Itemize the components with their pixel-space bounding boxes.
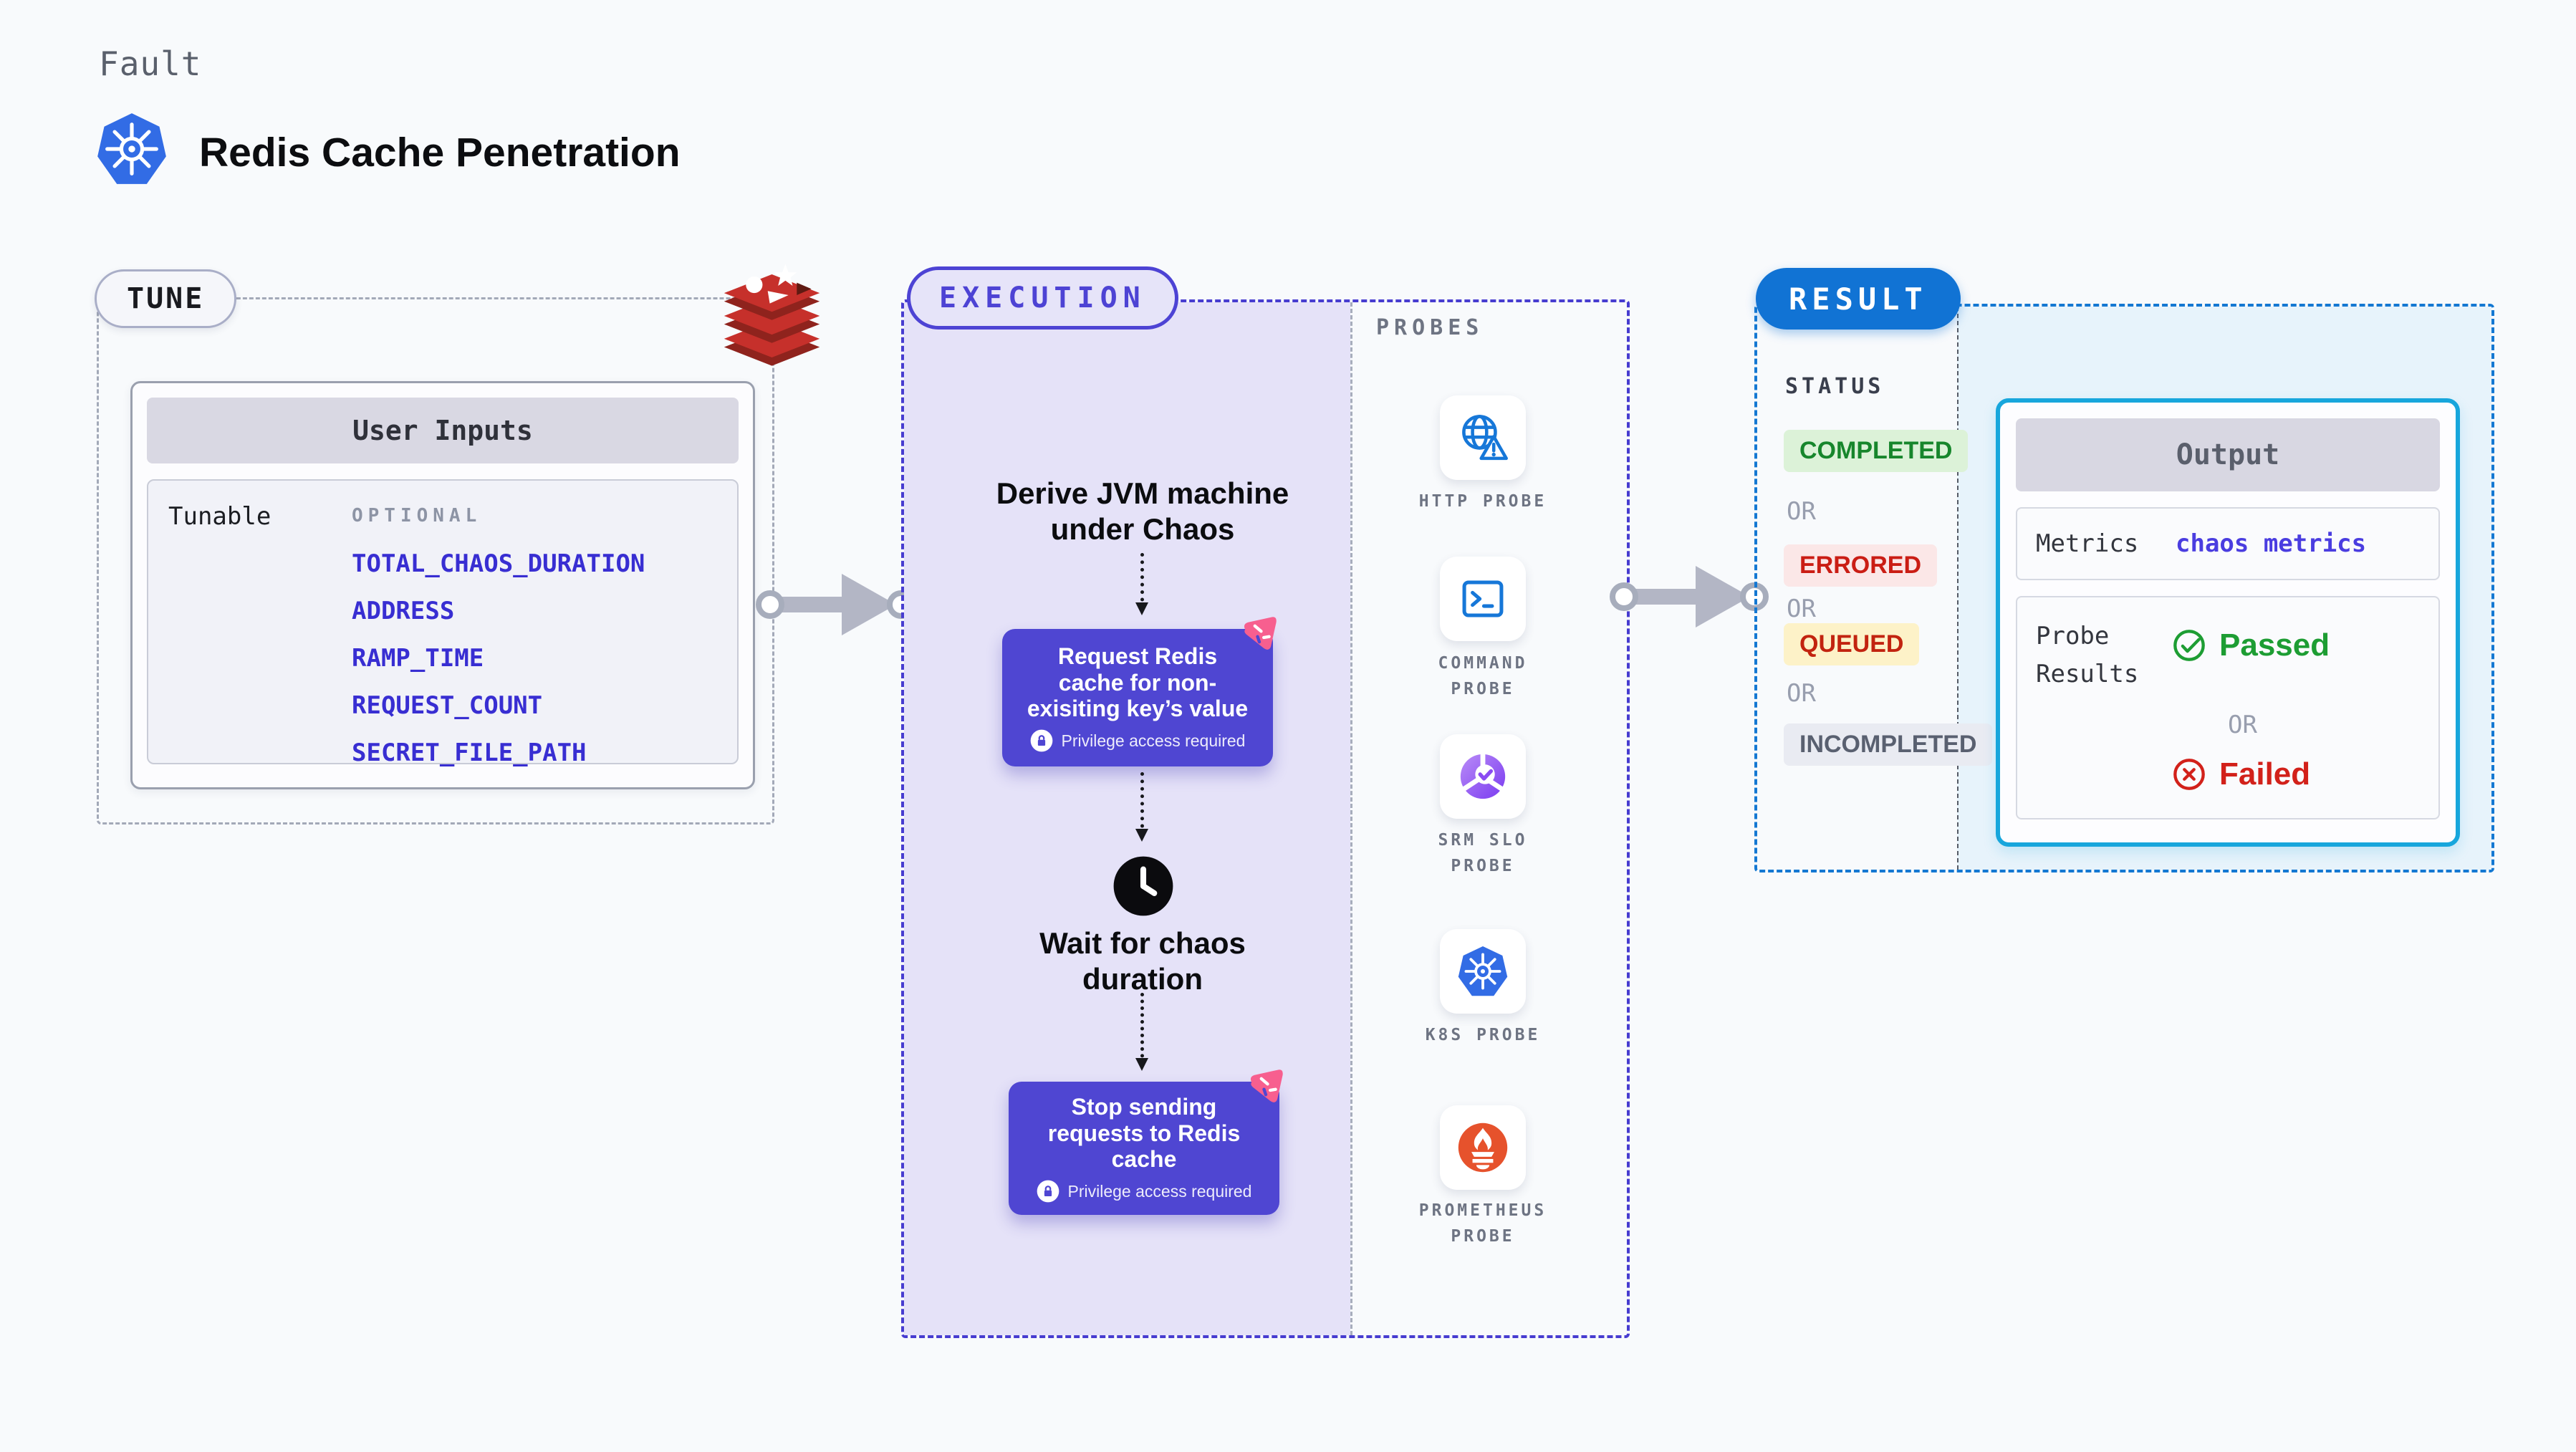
wait-step-label: Wait for chaos duration <box>1039 926 1246 996</box>
k8s-probe-icon <box>1458 946 1508 996</box>
or-separator: OR <box>2228 711 2257 739</box>
or-separator: OR <box>1787 679 1816 708</box>
status-errored-badge: ERRORED <box>1784 544 1938 587</box>
metrics-row: Metrics chaos metrics <box>2016 507 2440 580</box>
prometheus-probe-label: PROMETHEUS PROBE <box>1418 1201 1547 1246</box>
chaos-icon <box>1250 1069 1283 1102</box>
privilege-note-text: Privilege access required <box>1061 731 1246 750</box>
redis-icon <box>724 264 820 366</box>
privilege-note: Privilege access required <box>1030 729 1246 752</box>
chaos-icon <box>1244 617 1277 650</box>
x-circle-icon <box>2173 759 2205 790</box>
tune-badge[interactable]: TUNE <box>95 269 237 328</box>
tunable-list: TOTAL_CHAOS_DURATION ADDRESS RAMP_TIME R… <box>352 549 645 786</box>
tune-to-execution-arrow <box>756 574 915 635</box>
stop-requests-node[interactable]: Stop sending requests to Redis cache Pri… <box>1009 1069 1283 1215</box>
tunable-total-chaos-duration[interactable]: TOTAL_CHAOS_DURATION <box>352 549 645 578</box>
node-label: Request Redis cache for non- exisiting k… <box>1027 643 1249 722</box>
page-title: Redis Cache Penetration <box>199 130 681 176</box>
tunable-address[interactable]: ADDRESS <box>352 597 455 625</box>
tunable-row-label: Tunable <box>168 502 271 531</box>
srm-slo-probe-label: SRM SLO PROBE <box>1438 831 1528 875</box>
execution-to-result-arrow <box>1610 566 1769 628</box>
execution-badge[interactable]: EXECUTION <box>907 266 1178 330</box>
command-probe-label: COMMAND PROBE <box>1438 654 1528 698</box>
or-separator: OR <box>1787 497 1816 526</box>
kubernetes-icon <box>97 113 166 184</box>
srm-slo-probe-icon <box>1460 753 1506 799</box>
passed-label: Passed <box>2219 628 2330 663</box>
metrics-label: Metrics <box>2036 529 2139 558</box>
node-label: Stop sending requests to Redis cache <box>1047 1093 1241 1173</box>
tunable-secret-file-path[interactable]: SECRET_FILE_PATH <box>352 739 587 767</box>
user-inputs-title: User Inputs <box>147 398 739 463</box>
derive-step-label: Derive JVM machine under Chaos <box>996 476 1289 547</box>
http-probe-card[interactable] <box>1440 395 1526 480</box>
result-divider <box>1957 307 1959 870</box>
connector-arrow-down <box>1135 993 1148 1071</box>
optional-column-label: OPTIONAL <box>352 505 482 527</box>
http-probe-label: HTTP PROBE <box>1418 492 1547 511</box>
request-redis-node[interactable]: Request Redis cache for non- exisiting k… <box>1002 617 1277 766</box>
lock-icon <box>1037 1180 1059 1203</box>
tunable-ramp-time[interactable]: RAMP_TIME <box>352 644 484 673</box>
passed-result: Passed <box>2172 628 2330 663</box>
status-title: STATUS <box>1785 374 1885 399</box>
clock-icon <box>1113 856 1173 916</box>
http-probe-icon <box>1462 415 1508 461</box>
srm-slo-probe-card[interactable] <box>1440 734 1526 819</box>
lock-icon <box>1030 729 1052 752</box>
probe-results-row: Probe Results Passed OR Failed <box>2016 596 2440 819</box>
tunable-request-count[interactable]: REQUEST_COUNT <box>352 691 543 720</box>
output-card: Output Metrics chaos metrics Probe Resul… <box>1996 398 2460 847</box>
prometheus-probe-card[interactable] <box>1440 1105 1526 1190</box>
status-incompleted-badge: INCOMPLETED <box>1784 723 1993 766</box>
check-circle-icon <box>2173 630 2205 661</box>
output-title: Output <box>2016 418 2440 491</box>
k8s-probe-card[interactable] <box>1440 929 1526 1014</box>
user-inputs-table: Tunable OPTIONAL TOTAL_CHAOS_DURATION AD… <box>147 479 739 767</box>
connector-arrow-down <box>1135 553 1148 615</box>
result-badge[interactable]: RESULT <box>1756 268 1961 330</box>
user-inputs-card: User Inputs Tunable OPTIONAL TOTAL_CHAOS… <box>130 381 755 789</box>
command-probe-icon <box>1462 580 1504 617</box>
status-queued-badge: QUEUED <box>1784 623 1920 665</box>
probes-divider <box>1350 302 1352 1335</box>
tune-region <box>97 297 774 824</box>
command-probe-card[interactable] <box>1440 557 1526 641</box>
privilege-note: Privilege access required <box>1037 1180 1252 1203</box>
prometheus-probe-icon <box>1458 1122 1508 1173</box>
status-completed-badge: COMPLETED <box>1784 430 1969 472</box>
privilege-note-text: Privilege access required <box>1067 1181 1252 1201</box>
probes-title: PROBES <box>1376 315 1484 340</box>
or-separator: OR <box>1787 595 1816 623</box>
k8s-probe-label: K8S PROBE <box>1425 1026 1541 1044</box>
failed-result: Failed <box>2172 756 2310 792</box>
fault-kicker: Fault <box>99 44 202 83</box>
probe-results-label: Probe Results <box>2036 622 2139 688</box>
failed-label: Failed <box>2219 756 2311 792</box>
connector-arrow-down <box>1135 772 1148 842</box>
metrics-value[interactable]: chaos metrics <box>2176 529 2367 558</box>
